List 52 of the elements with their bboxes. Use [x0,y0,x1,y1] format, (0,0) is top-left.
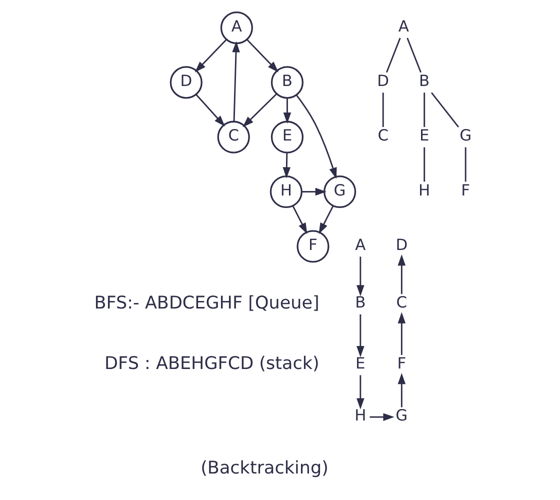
arrow [356,314,364,358]
arrow [398,312,406,355]
arrow [398,254,406,294]
arrow [356,375,364,410]
node-text: D [396,236,408,254]
node-text: E [419,126,430,145]
node-text: A [398,17,410,36]
node-circle: D [170,66,202,99]
node-text: A [355,236,366,254]
connector [464,147,466,182]
arrow [296,94,337,179]
node-text: C [378,126,389,145]
node-circle: G [324,175,356,208]
arrow [398,372,406,408]
arrow [242,93,278,128]
arrow [196,94,226,127]
arrow [283,98,292,124]
connector [406,38,422,73]
arrow [292,205,308,234]
arrow [246,38,279,72]
arrow [302,188,326,196]
label: BFS:- ABDCEGHF [Queue] [94,293,320,314]
node-circle: E [270,120,304,154]
label: (Backtracking) [200,458,328,478]
node-text: G [396,406,408,425]
node-text: H [418,181,430,200]
connector [424,92,426,127]
node-text: B [355,294,366,312]
arrow [356,256,364,296]
arrow [318,205,334,234]
node-circle: A [220,12,253,44]
node-text: B [419,72,430,90]
arrow [370,413,394,421]
node-text: C [396,294,408,312]
node-text: F [397,354,406,373]
node-text: D [377,72,390,90]
node-text: G [460,126,472,145]
arrow [232,41,240,122]
node-text: E [356,354,366,373]
connector [424,147,426,182]
label: DFS : ABEHGFCD (stack) [104,354,320,374]
arrow [282,152,291,178]
node-circle: H [270,175,302,208]
node-text: H [354,406,366,425]
connector [430,92,460,128]
arrow [194,38,227,72]
node-text: F [461,181,470,200]
connector [382,92,384,127]
node-circle: C [217,120,250,154]
node-circle: B [270,66,304,99]
node-circle: F [296,230,330,263]
connector [386,38,401,73]
